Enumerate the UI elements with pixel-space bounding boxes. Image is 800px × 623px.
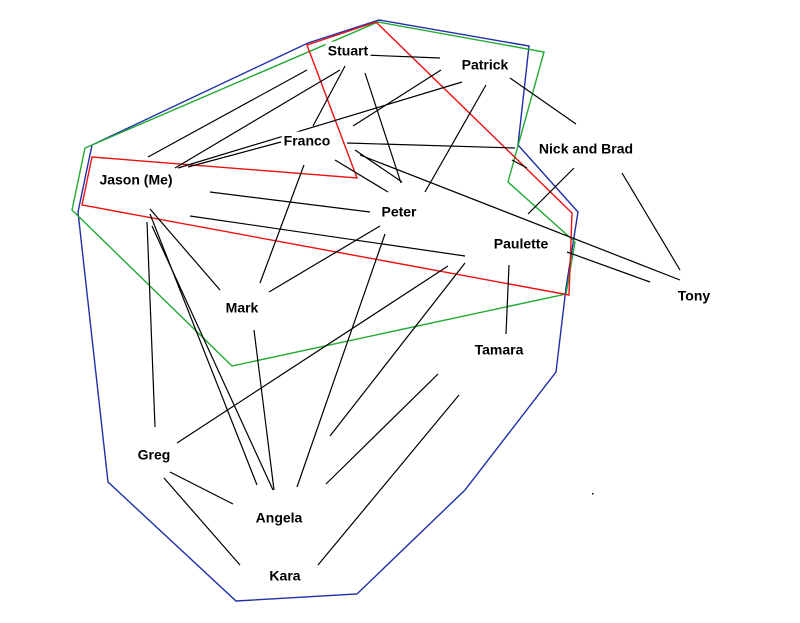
node-label-mark: Mark (226, 300, 259, 316)
connection-line (163, 477, 241, 566)
stray-dot (592, 493, 594, 495)
connection-line (509, 77, 577, 125)
connection-line (296, 233, 386, 488)
node-label-nick-brad: Nick and Brad (539, 141, 633, 157)
connection-line (621, 172, 681, 271)
connection-line (147, 69, 308, 158)
label-background (536, 139, 636, 158)
blue-group-outline (77, 19, 579, 602)
connection-line (189, 215, 466, 257)
connection-line (566, 251, 651, 283)
connection-line (259, 164, 305, 284)
label-background (325, 41, 371, 60)
node-label-greg: Greg (138, 447, 171, 463)
node-label-paulette: Paulette (494, 236, 549, 252)
connection-line (329, 262, 466, 437)
label-background (491, 234, 551, 253)
label-background (135, 445, 173, 464)
connection-line (505, 264, 510, 335)
node-label-kara: Kara (269, 568, 300, 584)
connection-line (511, 159, 528, 169)
node-label-jason: Jason (Me) (99, 172, 172, 188)
connection-line (424, 84, 487, 193)
label-background (223, 298, 261, 317)
label-background (267, 566, 303, 585)
label-background (281, 131, 333, 150)
connection-line (527, 167, 575, 215)
label-background (472, 340, 526, 359)
node-label-peter: Peter (381, 204, 417, 220)
node-label-stuart: Stuart (328, 43, 369, 59)
label-background (97, 170, 175, 189)
connection-line (149, 213, 258, 486)
connection-line (325, 373, 439, 485)
connection-line (317, 394, 460, 566)
connection-line (268, 225, 381, 293)
connection-line (363, 54, 441, 59)
connection-line (174, 69, 341, 169)
node-label-patrick: Patrick (462, 57, 509, 73)
connection-line (253, 329, 275, 491)
connection-lines (146, 54, 681, 566)
label-background (675, 286, 713, 305)
connection-line (169, 471, 234, 505)
connection-line (177, 81, 463, 169)
connection-line (364, 72, 402, 184)
connection-line (334, 159, 389, 193)
connection-line (149, 208, 221, 291)
node-label-tamara: Tamara (475, 342, 524, 358)
red-group-outline (81, 21, 573, 296)
node-label-angela: Angela (256, 510, 303, 526)
connection-line (352, 69, 442, 127)
node-label-franco: Franco (284, 133, 331, 149)
connection-line (312, 65, 346, 127)
connection-line (346, 142, 516, 149)
connection-line (359, 154, 681, 281)
green-group-outline (71, 21, 576, 367)
label-background (459, 55, 511, 74)
group-outlines (71, 19, 579, 602)
connection-line (354, 149, 403, 183)
label-background (253, 508, 305, 527)
connection-line (176, 265, 449, 444)
node-label-tony: Tony (678, 288, 711, 304)
label-background (379, 202, 420, 221)
connection-line (146, 221, 156, 428)
connection-line (187, 141, 282, 168)
